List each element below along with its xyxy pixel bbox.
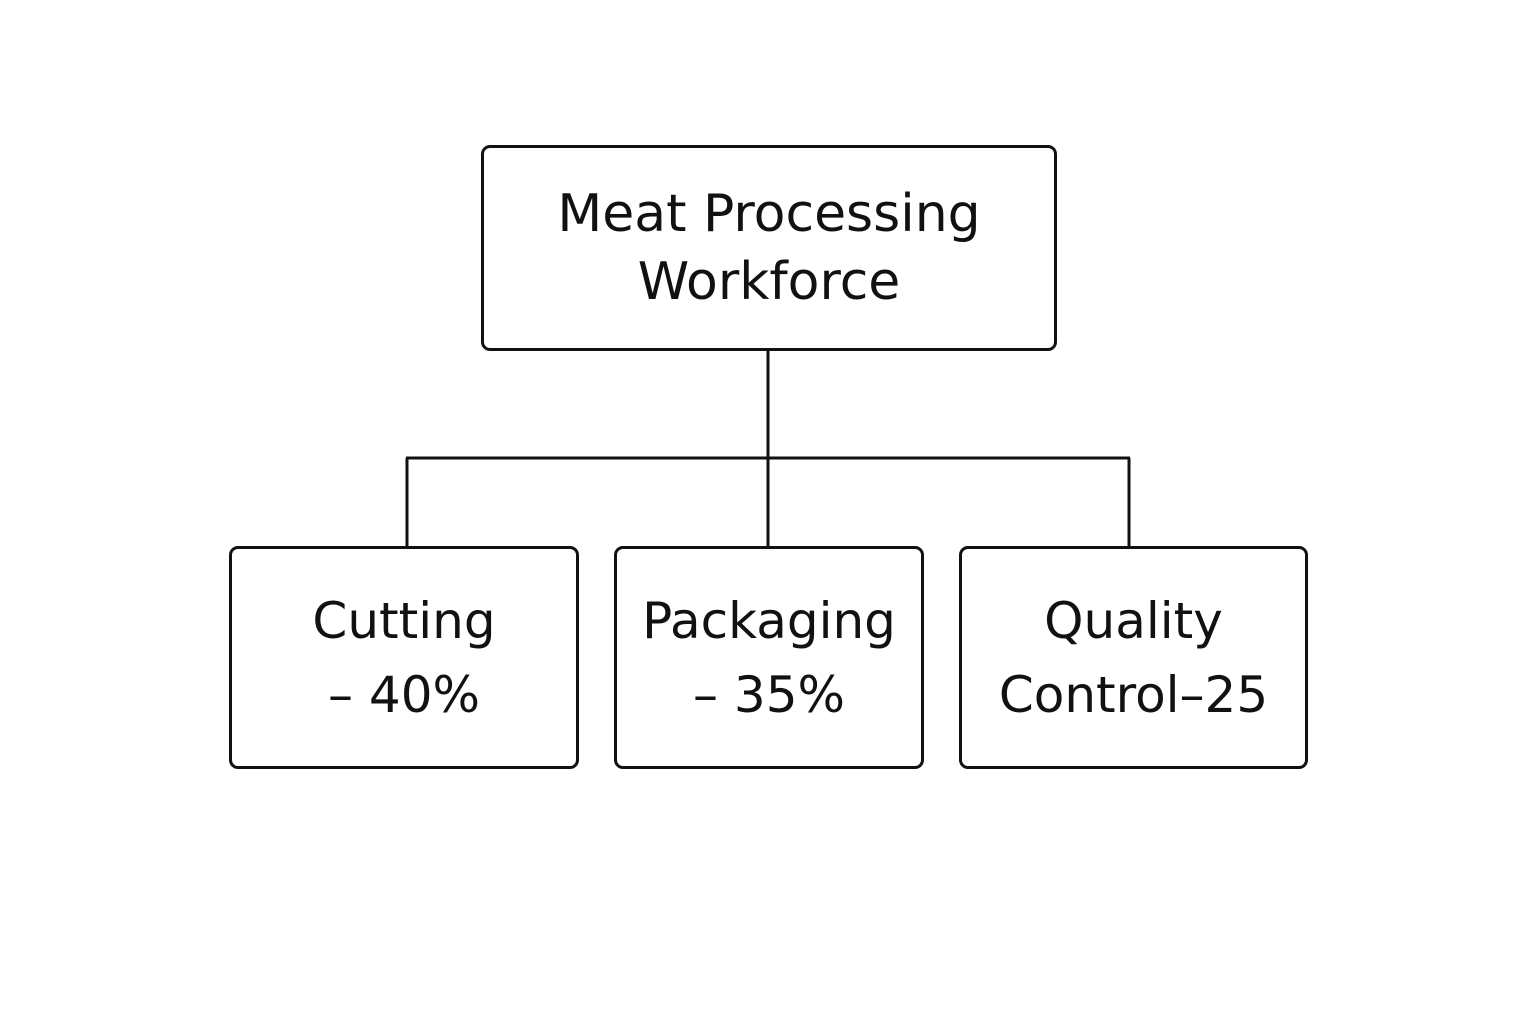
quality-control-label-line1: Quality [1044, 591, 1223, 650]
root-node-label-line1: Meat Processing [557, 184, 981, 244]
child-node-quality-control: Quality Control–25 [959, 546, 1308, 769]
child-node-packaging: Packaging – 35% [614, 546, 924, 769]
root-node-label-line2: Workforce [637, 252, 901, 312]
quality-control-label-line2: Control–25 [998, 665, 1269, 724]
cutting-label: Cutting [312, 591, 496, 650]
packaging-value: – 35% [692, 665, 846, 724]
packaging-label: Packaging [642, 591, 896, 650]
child-node-cutting: Cutting – 40% [229, 546, 579, 769]
cutting-value: – 40% [327, 665, 481, 724]
root-node-meat-processing-workforce: Meat Processing Workforce [481, 145, 1057, 351]
